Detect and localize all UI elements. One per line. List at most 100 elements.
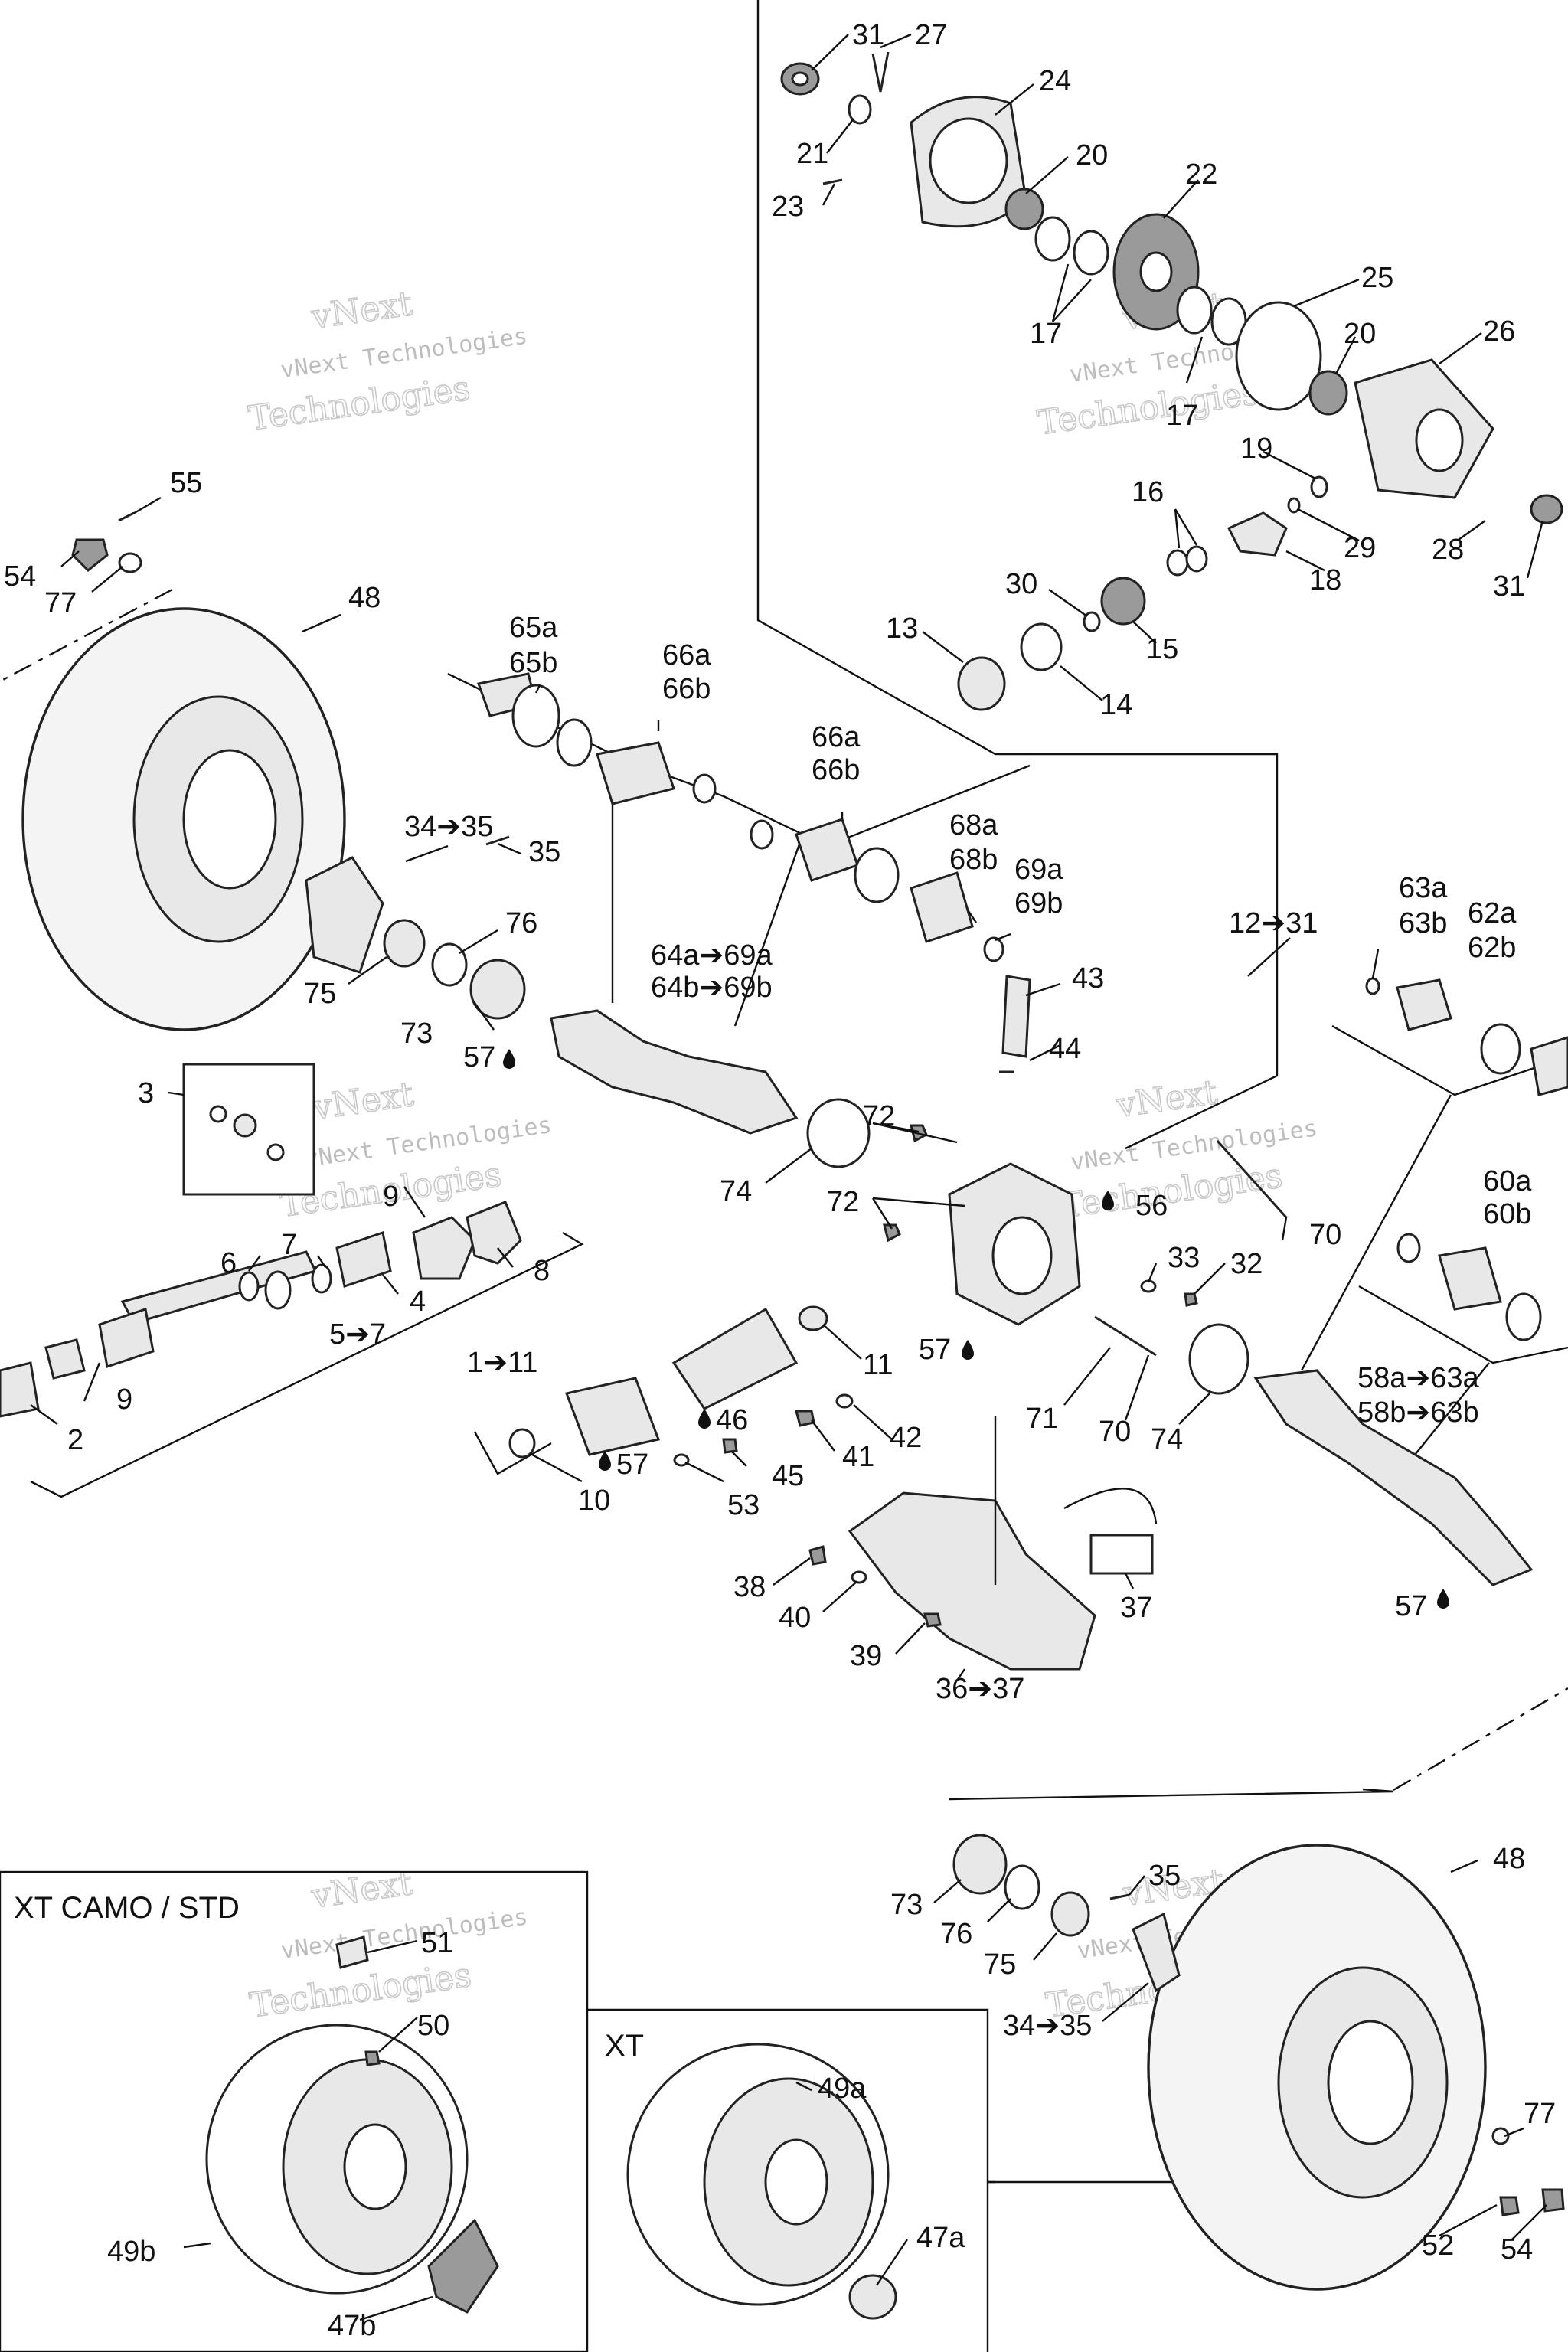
front-differential-parts (780, 51, 1563, 711)
oil-drop-icon (1437, 1589, 1449, 1609)
part-label: 46 (716, 1404, 748, 1436)
part-label: 24 (1039, 65, 1071, 97)
part-label: 48 (348, 582, 381, 614)
bolt-41 (795, 1410, 815, 1427)
part-label: 34➔35 (404, 811, 493, 843)
washer-42 (835, 1393, 854, 1409)
part-label: 69a (1014, 854, 1063, 886)
cap-47b (427, 2218, 499, 2314)
part-label: 14 (1100, 689, 1132, 721)
part-label: 60a (1483, 1165, 1532, 1197)
yoke-4 (335, 1231, 392, 1288)
part-label: 40 (779, 1602, 811, 1634)
boot-66-a (596, 741, 675, 805)
part-label: 72 (863, 1100, 895, 1132)
part-label: 57 (919, 1334, 951, 1366)
part-label: 70 (1309, 1219, 1341, 1251)
watermark-mid-right: vNext vNext Technologies Technologies (1058, 1072, 1319, 1227)
oil-drop-icon (599, 1451, 611, 1471)
ring-29 (1287, 497, 1301, 514)
part-label: 42 (890, 1422, 922, 1454)
axle-right-bracket (1331, 1024, 1568, 1096)
nut-52 (1499, 2196, 1520, 2216)
part-label: 37 (1120, 1592, 1152, 1624)
xt-camo-std-title: XT CAMO / STD (14, 1891, 240, 1925)
part-label: 74 (720, 1175, 752, 1207)
label-arrow-line (1063, 1488, 1158, 1524)
part-label: 53 (727, 1489, 760, 1521)
part-label: 76 (940, 1918, 972, 1950)
kit-3-o-ring (209, 1105, 227, 1123)
seal-74-right (1188, 1323, 1250, 1395)
washer-40 (851, 1570, 867, 1584)
skid-plate-assembly (808, 1416, 1158, 1671)
rim-left-center (182, 749, 277, 890)
part-label: 76 (505, 907, 537, 939)
bearing-20-lower (1308, 370, 1348, 416)
watermark-text: vNext (309, 1075, 416, 1128)
part-label: 1➔11 (467, 1347, 537, 1379)
cv-axle-58-assembly (1253, 1369, 1534, 1586)
bolt-38 (808, 1545, 827, 1566)
shim-16-a (1166, 549, 1189, 577)
part-label: 66a (662, 639, 711, 671)
part-label: 19 (1240, 433, 1272, 465)
part-label: 34➔35 (1003, 2010, 1092, 2042)
watermark-text: vNext Technologies (1069, 1115, 1319, 1176)
part-label: 65a (509, 612, 558, 644)
part-label: 49a (818, 2073, 867, 2105)
part-label: 73 (890, 1889, 923, 1921)
axle-right-lower-bracket (1358, 1285, 1568, 1364)
nut-72-b (883, 1223, 901, 1243)
shim-16-b (1185, 545, 1208, 573)
boot-66-b (795, 818, 859, 882)
washer-33 (1140, 1279, 1157, 1293)
skid-plate-36 (848, 1491, 1096, 1671)
part-label: 58a➔63a (1357, 1362, 1480, 1394)
clamp-7 (311, 1263, 332, 1294)
front-right-axle (1253, 977, 1568, 1586)
hub-34-right (1132, 1912, 1181, 1993)
part-label: 6 (220, 1247, 237, 1279)
boot-5-7 (264, 1270, 292, 1310)
rim-49a-center (764, 2138, 828, 2226)
plug-45 (722, 1438, 738, 1454)
watermark-top-left: vNext vNext Technologies Technologies (246, 283, 529, 439)
part-label: 33 (1168, 1242, 1200, 1274)
cv-joint-63 (1396, 978, 1452, 1031)
part-label: 10 (578, 1485, 610, 1517)
part-label: 11 (863, 1349, 893, 1381)
bolt-70-a (1216, 1139, 1288, 1219)
rim-xt (626, 2043, 897, 2320)
part-label: 20 (1344, 318, 1376, 350)
part-label: 47b (328, 2310, 376, 2342)
spring-43 (1001, 975, 1031, 1058)
part-label: 25 (1361, 262, 1393, 294)
gear-pump-10-assembly (564, 1377, 661, 1456)
front-right-wheel (952, 1834, 1565, 2291)
clamp-68-large (854, 847, 900, 903)
part-label: 77 (44, 587, 77, 619)
part-label: 77 (1524, 2098, 1556, 2130)
part-label: 60b (1483, 1198, 1531, 1230)
clamp-66-a (556, 718, 593, 767)
yoke-2 (0, 1361, 40, 1418)
part-label: 52 (1422, 2230, 1454, 2262)
cv-joint-65-body (511, 684, 560, 748)
bearing-15 (1100, 577, 1146, 626)
propeller-shaft (0, 1063, 854, 1467)
seal-75-left (383, 919, 426, 968)
kit-3-cap (266, 1143, 285, 1161)
o-ring-21 (848, 94, 872, 125)
part-label: 23 (772, 191, 804, 223)
part-label: 69b (1014, 887, 1063, 920)
part-label: 66b (812, 754, 860, 786)
clamp-62 (1480, 1023, 1521, 1075)
oil-drop-markers (503, 1049, 1449, 1609)
part-label: 30 (1005, 568, 1037, 600)
part-label: 16 (1132, 476, 1164, 508)
part-label: 71 (1026, 1403, 1058, 1435)
bearing-20-top (1004, 188, 1044, 230)
ring-76-left (431, 942, 468, 987)
screw-23 (822, 178, 843, 185)
